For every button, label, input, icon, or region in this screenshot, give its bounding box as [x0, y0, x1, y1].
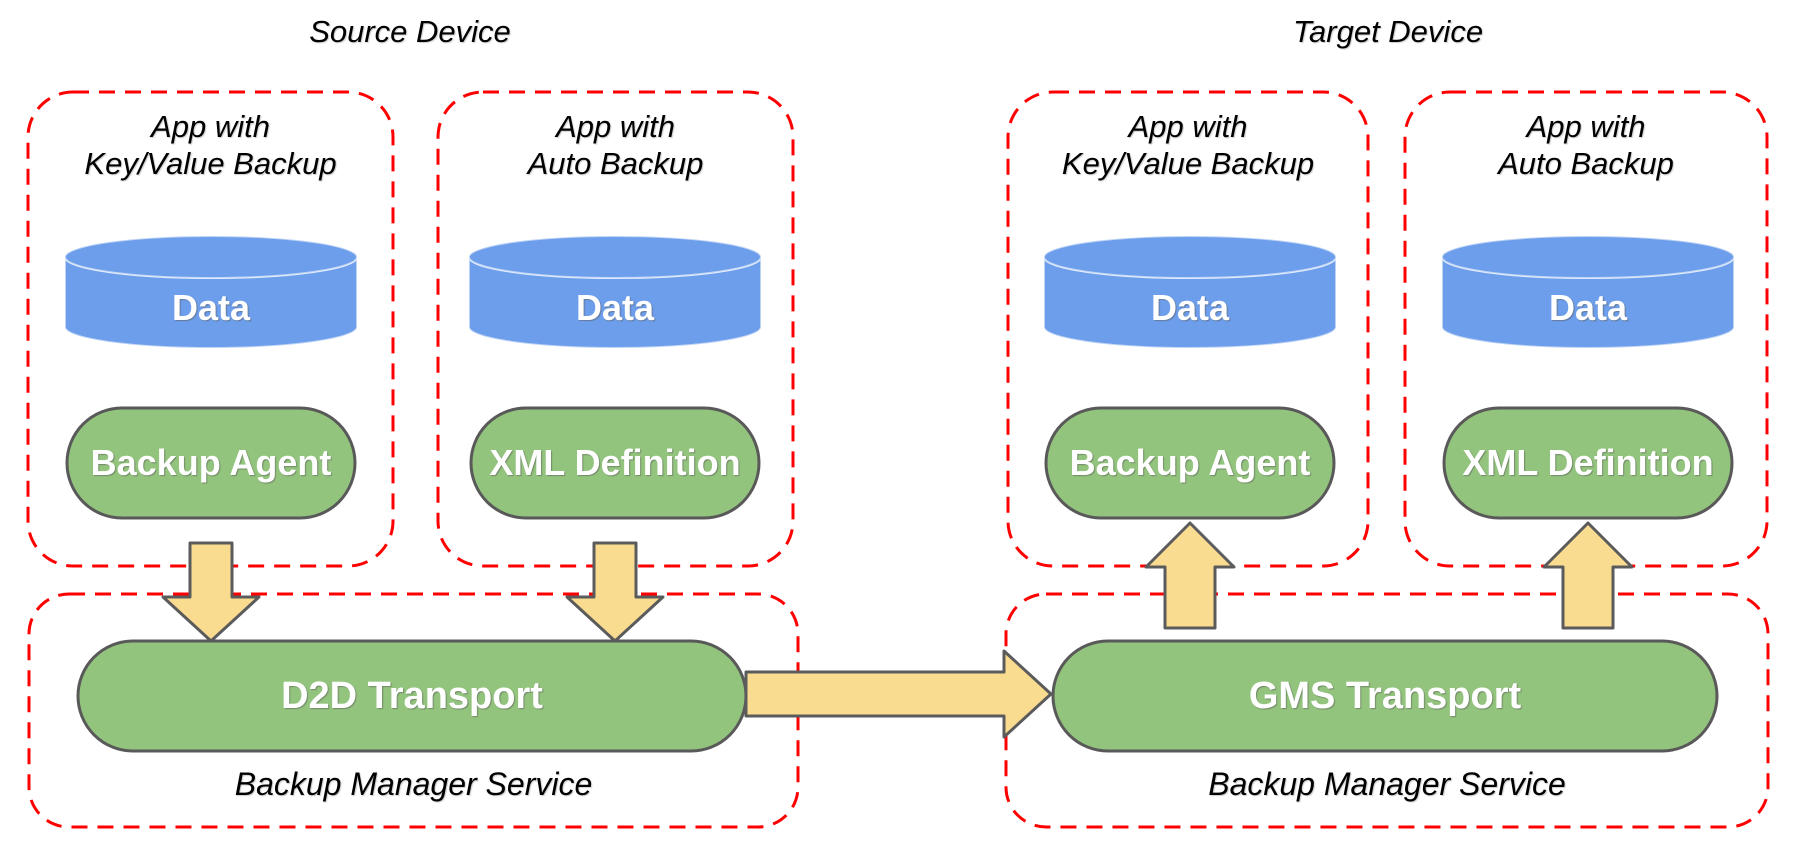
arrow-backup-agent-to-d2d — [161, 541, 261, 643]
gms-transport-pill — [1051, 639, 1719, 753]
source-keyvalue-data-cylinder — [64, 235, 358, 349]
arrow-xml-definition-to-d2d — [565, 541, 665, 643]
target-xml-definition-pill — [1442, 406, 1734, 520]
source-backup-manager-box — [27, 592, 800, 829]
data-cylinders — [64, 235, 1735, 349]
arrow-gms-to-xml-definition — [1542, 521, 1634, 630]
arrow-d2d-to-gms — [744, 649, 1053, 739]
source-auto-data-cylinder — [468, 235, 762, 349]
target-app-auto-box — [1403, 90, 1769, 568]
arrow-gms-to-backup-agent — [1144, 521, 1236, 630]
target-auto-data-cylinder — [1441, 235, 1735, 349]
source-backup-agent-pill — [65, 406, 357, 520]
target-keyvalue-data-cylinder — [1043, 235, 1337, 349]
target-backup-agent-pill — [1044, 406, 1336, 520]
source-xml-definition-pill — [469, 406, 761, 520]
target-app-keyvalue-box — [1006, 90, 1370, 568]
d2d-transport-pill — [76, 639, 748, 753]
